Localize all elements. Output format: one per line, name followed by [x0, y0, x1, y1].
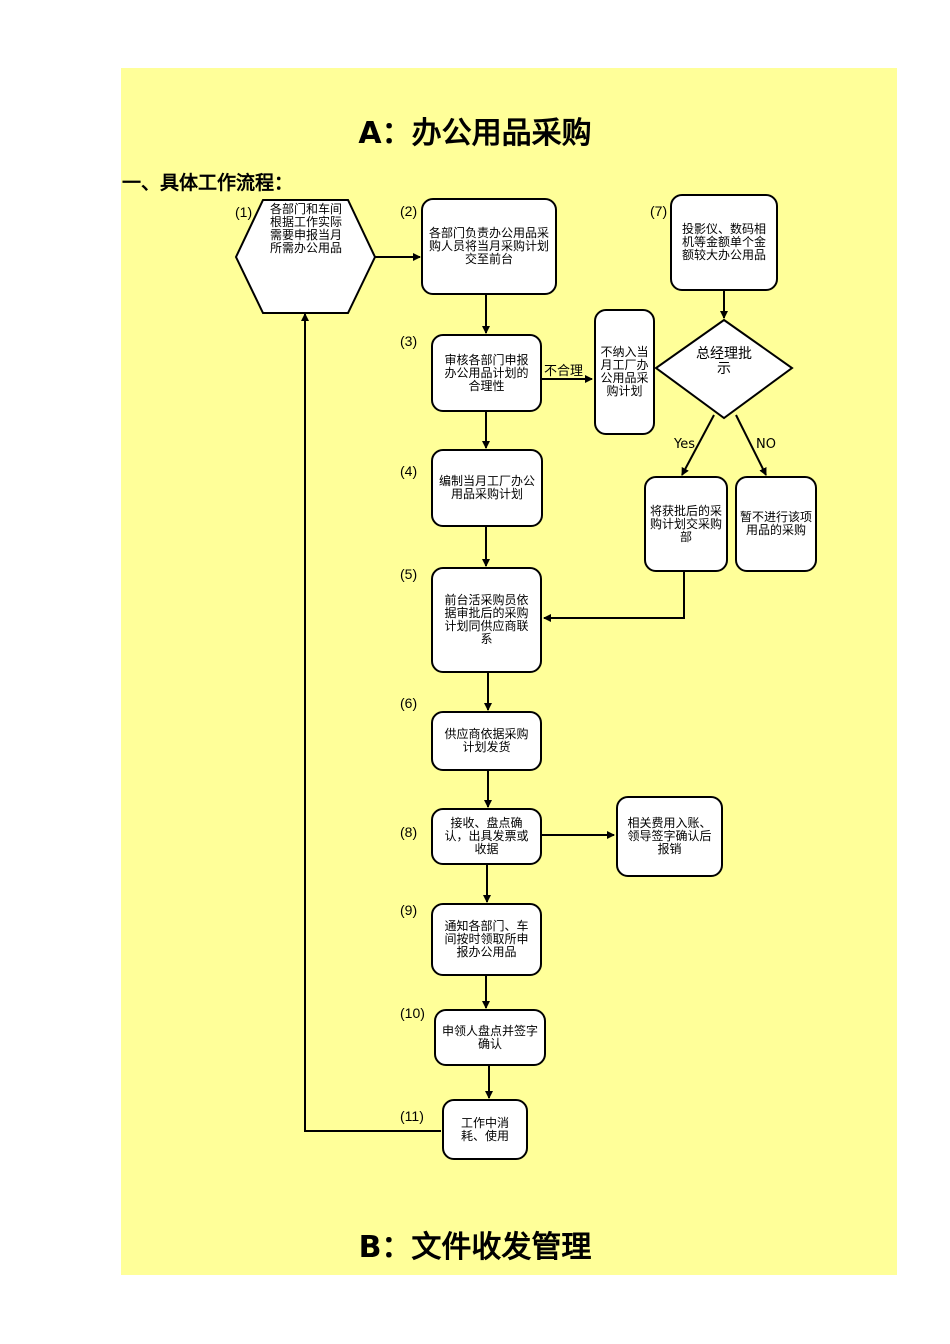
- approved-box: 将获批后的采购计划交采购部: [644, 476, 728, 572]
- step-8-box: 接收、盘点确认，出具发票或收据: [431, 808, 542, 865]
- step-6-text: 供应商依据采购计划发货: [444, 727, 529, 754]
- decision-diamond: [654, 318, 794, 420]
- section-subtitle: 一、具体工作流程：: [122, 172, 294, 194]
- step-3-number: (3): [400, 333, 418, 349]
- approved-text: 将获批后的采购计划交采购部: [649, 503, 722, 544]
- step-2-text: 各部门负责办公用品采购人员将当月采购计划交至前台: [429, 226, 550, 266]
- step-4-text: 编制当月工厂办公用品采购计划: [439, 474, 536, 501]
- reimburse-box: 相关费用入账、领导签字确认后报销: [616, 796, 723, 877]
- step-5-number: (5): [400, 566, 418, 582]
- step-10-text: 申领人盘点并签字确认: [442, 1023, 539, 1051]
- step-2-box: 各部门负责办公用品采购人员将当月采购计划交至前台: [421, 198, 557, 295]
- step-4-number: (4): [400, 463, 418, 479]
- reject-text: 不纳入当月工厂办公用品采购计划: [600, 345, 649, 398]
- step-3-text: 审核各部门申报办公用品计划的合理性: [444, 352, 529, 393]
- step-2-number: (2): [400, 203, 418, 219]
- step-1-number: (1): [235, 204, 253, 220]
- yes-label: Yes: [674, 437, 695, 452]
- section-a-title: A：办公用品采购: [358, 116, 592, 151]
- section-b-title: B：文件收发管理: [358, 1230, 592, 1265]
- step-1-text: 各部门和车间根据工作实际需要申报当月所需办公用品: [269, 202, 342, 255]
- step-5-text: 前台活采购员依据审批后的采购计划同供应商联系: [444, 593, 529, 646]
- decision-text: 总经理批示: [696, 346, 752, 377]
- step-4-box: 编制当月工厂办公用品采购计划: [431, 449, 543, 527]
- step-8-text: 接收、盘点确认，出具发票或收据: [444, 816, 529, 856]
- no-label: NO: [756, 437, 776, 452]
- step-10-box: 申领人盘点并签字确认: [434, 1009, 546, 1066]
- not-purchased-box: 暂不进行该项用品的采购: [735, 476, 817, 572]
- step-6-box: 供应商依据采购计划发货: [431, 711, 542, 771]
- step-3-box: 审核各部门申报办公用品计划的合理性: [431, 334, 542, 412]
- step-7-text: 投影仪、数码相机等金额单个金额较大办公用品: [681, 222, 766, 262]
- unreasonable-label: 不合理: [544, 364, 584, 379]
- step-5-box: 前台活采购员依据审批后的采购计划同供应商联系: [431, 567, 542, 673]
- step-9-text: 通知各部门、车间按时领取所申报办公用品: [444, 919, 529, 959]
- step-1-hexagon: [234, 199, 377, 314]
- reimburse-text: 相关费用入账、领导签字确认后报销: [627, 816, 712, 856]
- step-7-box: 投影仪、数码相机等金额单个金额较大办公用品: [670, 194, 778, 291]
- step-7-number: (7): [650, 203, 668, 219]
- reject-box: 不纳入当月工厂办公用品采购计划: [594, 309, 655, 435]
- step-11-box: 工作中消耗、使用: [442, 1099, 528, 1160]
- step-11-number: (11): [400, 1108, 424, 1124]
- step-9-number: (9): [400, 902, 418, 918]
- not-purchased-text: 暂不进行该项用品的采购: [740, 510, 813, 537]
- step-8-number: (8): [400, 824, 418, 840]
- step-10-number: (10): [400, 1005, 425, 1021]
- step-9-box: 通知各部门、车间按时领取所申报办公用品: [431, 903, 542, 976]
- step-11-text: 工作中消耗、使用: [460, 1115, 509, 1143]
- step-6-number: (6): [400, 695, 418, 711]
